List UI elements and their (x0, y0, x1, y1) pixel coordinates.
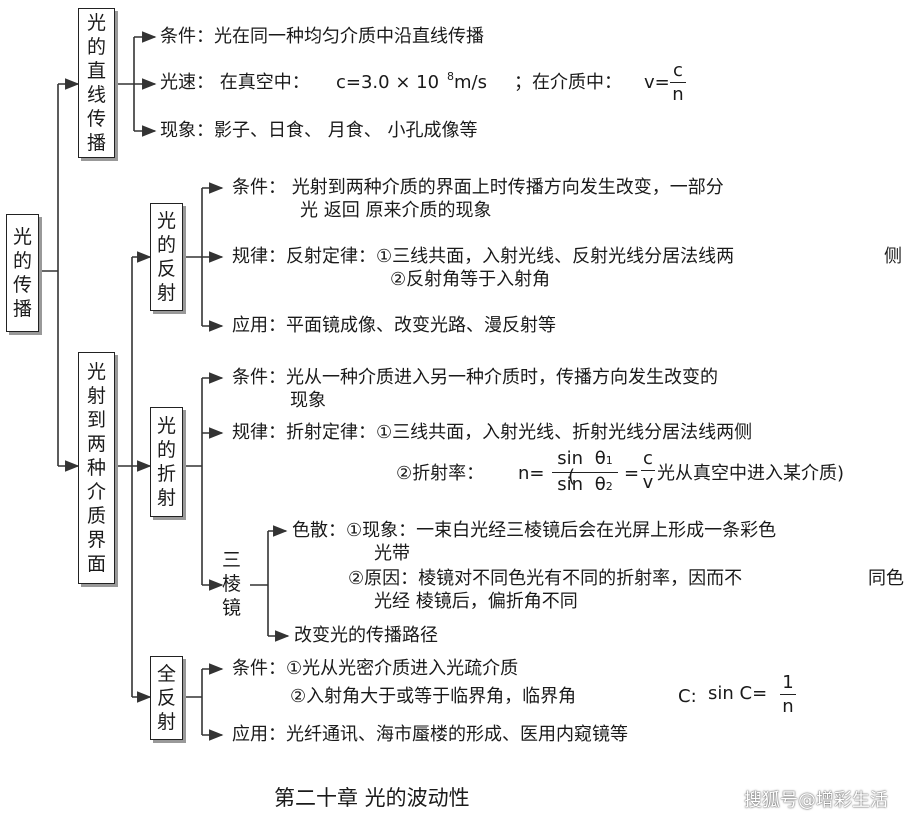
tir-condition-1: 条件：①光从光密介质进入光疏介质 (232, 658, 519, 679)
rectilinear-phenomena: 现象：影子、日食、 月食、 小孔成像等 (160, 120, 478, 141)
refraction-cv-fraction: c v (641, 448, 655, 493)
tir-title: 全反射 (157, 663, 177, 733)
refraction-condition-cont: 现象 (290, 390, 326, 411)
refraction-law-1: 规律：折射定律：①三线共面，入射光线、折射光线分居法线两侧 (232, 422, 753, 443)
prism-light-path: 改变光的传播路径 (294, 625, 438, 646)
theta-1-sub: 1 (605, 454, 613, 467)
tir-c-label: C: (678, 686, 697, 707)
reflection-condition: 条件： 光射到两种介质的界面上时传播方向发生改变，一部分 (232, 177, 724, 198)
speed-fraction: c n (670, 60, 686, 105)
speed-medium-label: ；在介质中： (514, 72, 622, 93)
refraction-paren: ( (568, 466, 576, 487)
prism-cause-cont: 光经 棱镜后，偏折角不同 (374, 591, 578, 612)
root-box: 光的传播 (6, 214, 39, 332)
speed-v: v= (644, 72, 670, 93)
refraction-condition: 条件：光从一种介质进入另一种介质时，传播方向发生改变的 (232, 367, 718, 388)
speed-vacuum: c=3.0 × 10 (336, 72, 440, 93)
prism-dispersion-cont: 光带 (374, 543, 410, 564)
theta-2-sub: 2 (605, 480, 613, 493)
chapter-title: 第二十章 光的波动性 (274, 786, 470, 810)
rectilinear-title: 光的直线传播 (87, 12, 107, 154)
watermark: 搜狐号@增彩生活 (744, 790, 888, 811)
refraction-eq2: = (624, 463, 640, 484)
tir-fraction: 1 n (780, 672, 796, 717)
theta-2: θ (594, 474, 606, 495)
sin-1: sin (557, 448, 584, 469)
prism-cause-end: 同色 (868, 568, 904, 589)
speed-fraction-num: c (673, 60, 683, 81)
refraction-title: 光的折射 (157, 415, 177, 509)
prism-title: 三棱镜 (222, 549, 242, 619)
reflection-law-1: 规律：反射定律：①三线共面，入射光线、反射光线分居法线两 (232, 246, 735, 267)
rectilinear-box: 光的直线传播 (78, 8, 115, 158)
reflection-condition-cont: 光 返回 原来介质的现象 (300, 200, 492, 221)
reflection-box: 光的反射 (150, 203, 183, 311)
root-title: 光的传播 (13, 226, 33, 320)
refraction-sine-fraction: sin θ1 sin θ2 (552, 448, 618, 497)
refraction-n-eq: n= (518, 463, 545, 484)
prism-dispersion: 色散：①现象：一束白光经三棱镜后会在光屏上形成一条彩色 (292, 520, 777, 541)
interface-box: 光射到两种介质界面 (78, 352, 115, 584)
reflection-law-1-end: 侧 (884, 246, 902, 267)
theta-1: θ (594, 448, 606, 469)
speed-fraction-den: n (672, 84, 684, 105)
sin-2: sin (557, 474, 584, 495)
tir-den: n (782, 696, 794, 717)
speed-label: 光速： 在真空中： (160, 72, 310, 93)
prism-cause: ②原因：棱镜对不同色光有不同的折射率，因而不 (348, 568, 743, 589)
reflection-law-2: ②反射角等于入射角 (390, 269, 551, 290)
cv-den: v (642, 472, 654, 493)
speed-unit: m/s (454, 72, 487, 93)
interface-title: 光射到两种介质界面 (87, 361, 107, 575)
refraction-index-label: ②折射率： (396, 463, 485, 484)
tir-condition-2: ②入射角大于或等于临界角，临界角 (290, 686, 577, 707)
tir-num: 1 (782, 672, 794, 693)
refraction-law-2-end: 光从真空中进入某介质) (657, 463, 845, 484)
cv-num: c (643, 448, 653, 469)
speed-exponent: 8 (447, 70, 454, 83)
tir-sinC: sin C= (708, 683, 768, 704)
refraction-box: 光的折射 (150, 407, 183, 517)
reflection-title: 光的反射 (157, 210, 177, 304)
rectilinear-condition: 条件：光在同一种均匀介质中沿直线传播 (160, 26, 484, 47)
reflection-application: 应用：平面镜成像、改变光路、漫反射等 (232, 315, 556, 336)
tir-application: 应用：光纤通讯、海市蜃楼的形成、医用内窥镜等 (232, 724, 628, 745)
tir-box: 全反射 (150, 656, 183, 740)
